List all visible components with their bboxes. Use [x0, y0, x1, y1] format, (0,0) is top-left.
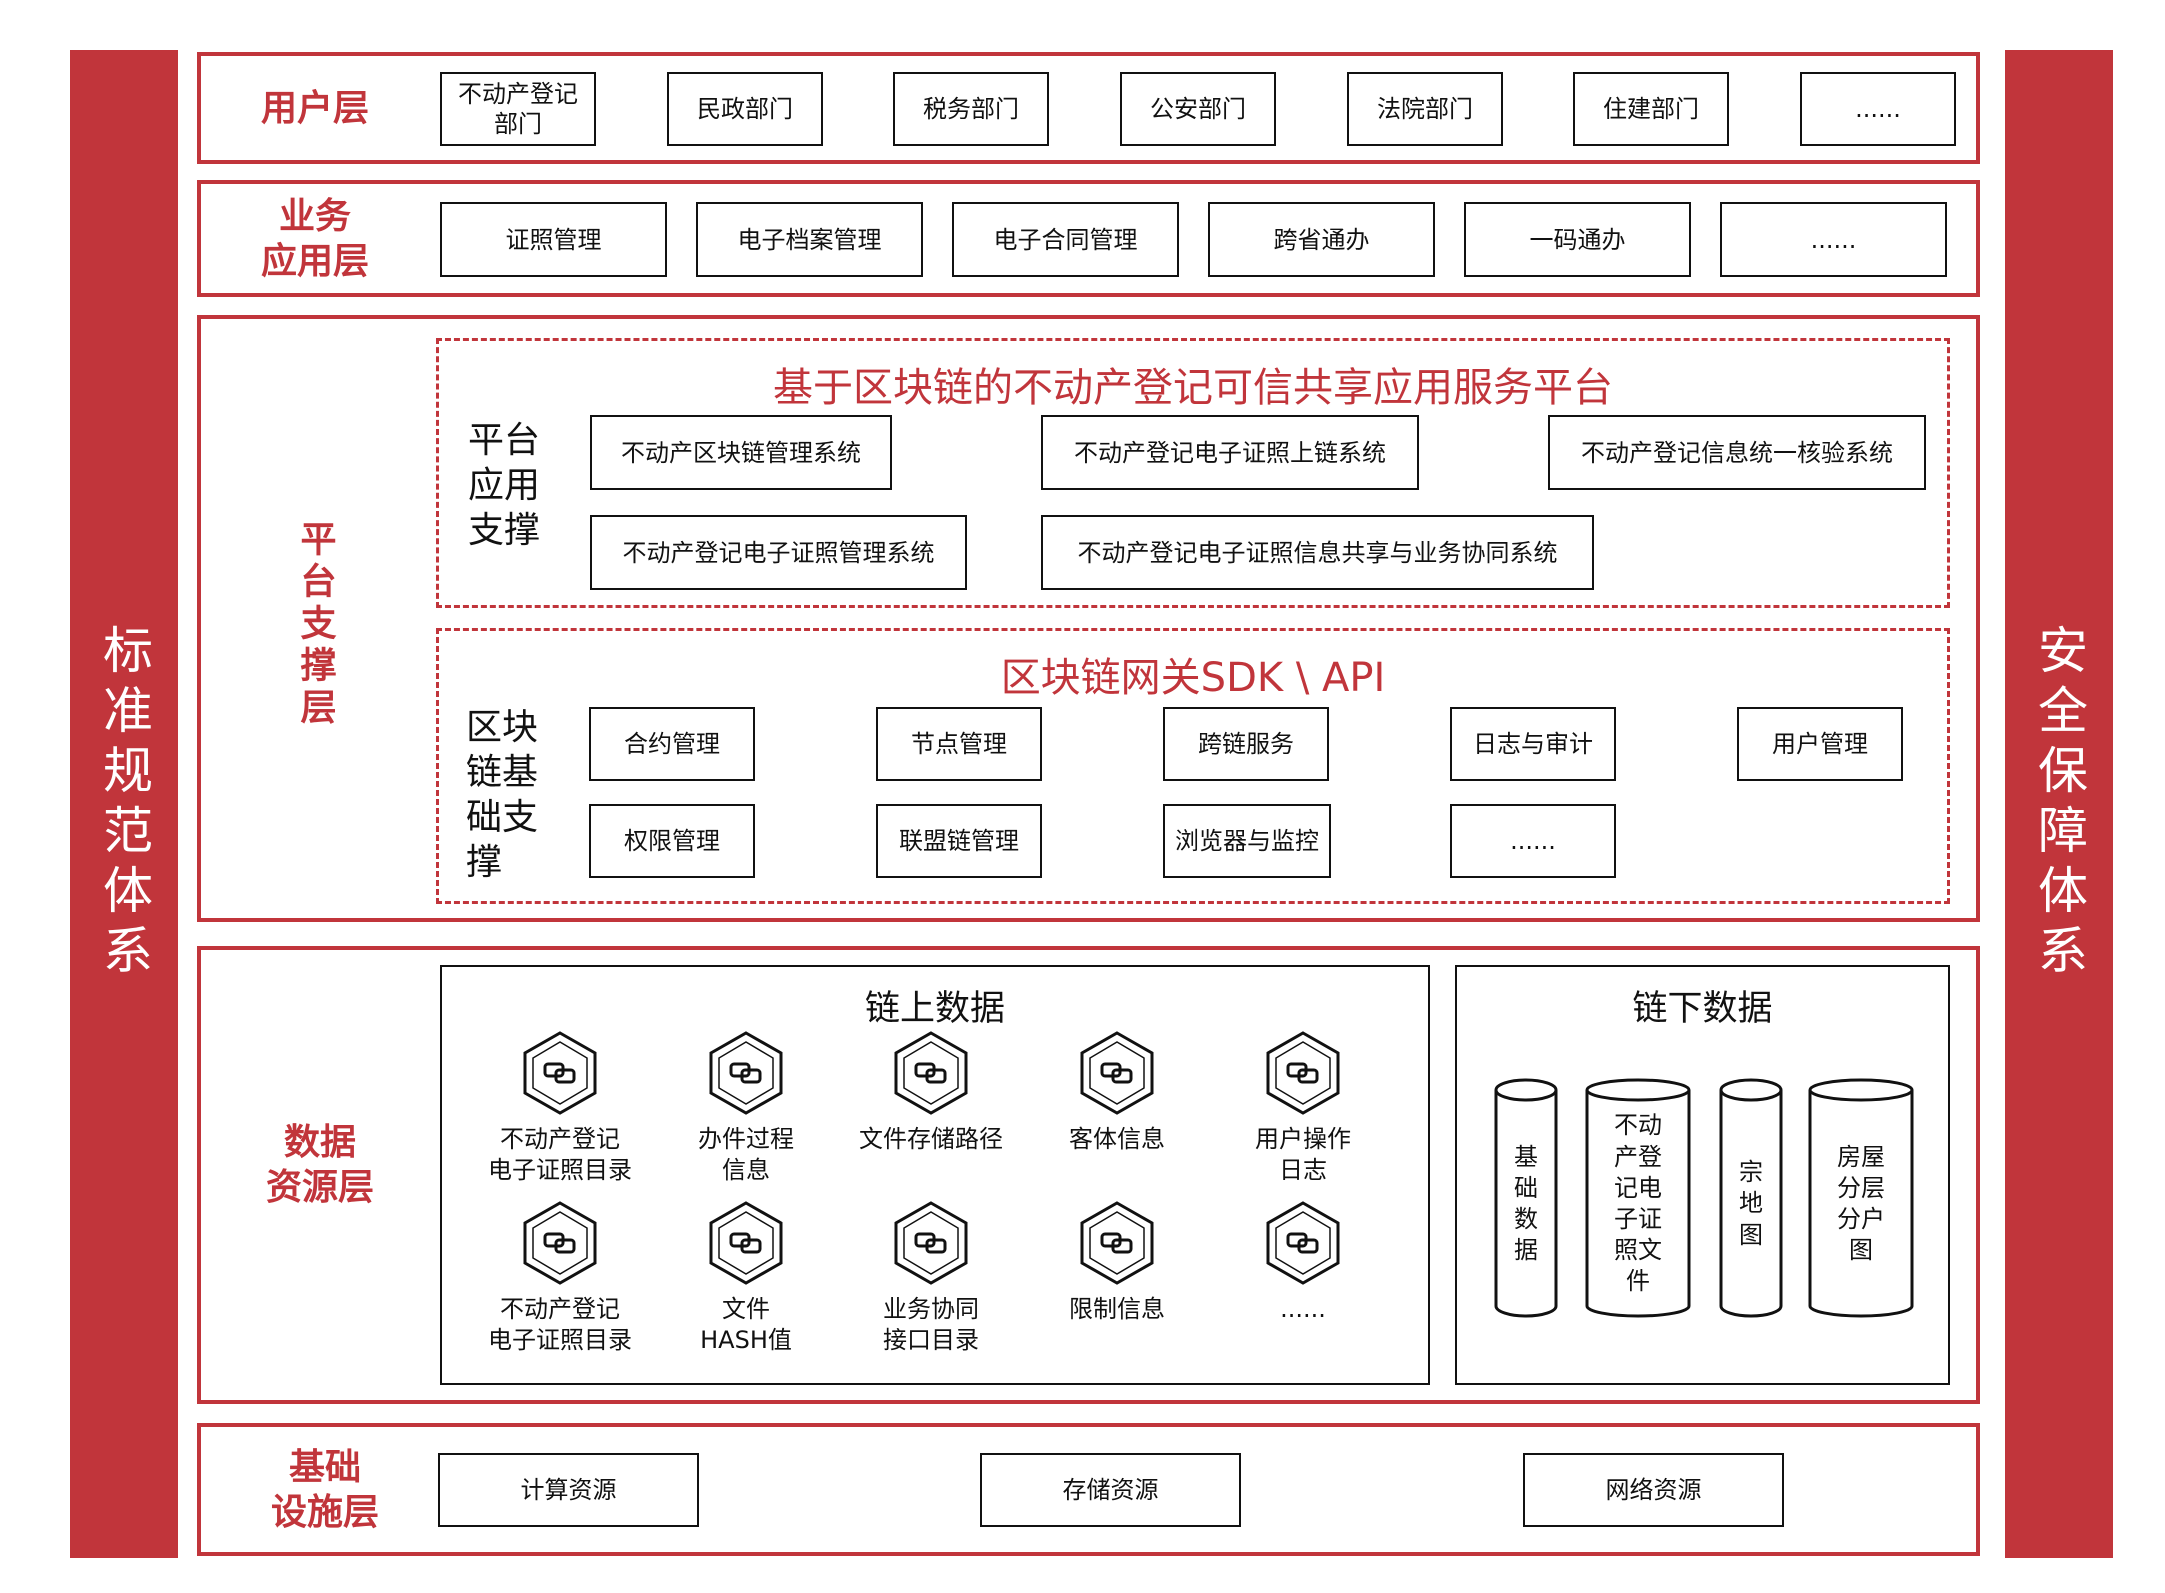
blockchain-item[interactable]: ......	[1450, 804, 1616, 878]
blockchain-hexagon-icon	[1078, 1030, 1156, 1120]
blockchain-hexagon-icon	[1078, 1200, 1156, 1290]
app-support-label: 平台 应用 支撑	[468, 419, 541, 551]
user-layer-title: 用户层	[260, 87, 369, 129]
blockchain-support-section	[436, 628, 1950, 904]
business-item[interactable]: ......	[1720, 202, 1947, 277]
blockchain-item[interactable]: 权限管理	[589, 804, 755, 878]
on-chain-item[interactable]: 用户操作 日志	[1218, 1030, 1388, 1186]
on-chain-heading: 链上数据	[864, 989, 1005, 1029]
on-chain-item[interactable]: 不动产登记 电子证照目录	[475, 1030, 645, 1186]
off-chain-item[interactable]: 基 础 数 据	[1494, 1078, 1558, 1318]
off-chain-item-label: 宗 地 图	[1739, 1158, 1763, 1249]
blockchain-hexagon-icon	[892, 1030, 970, 1120]
on-chain-item[interactable]: 业务协同 接口目录	[846, 1200, 1016, 1356]
blockchain-item[interactable]: 浏览器与监控	[1163, 804, 1331, 878]
app-support-section	[436, 338, 1950, 608]
blockchain-support-heading: 区块链网关SDK \ API	[1000, 655, 1386, 701]
off-chain-item-label: 基 础 数 据	[1514, 1142, 1538, 1265]
on-chain-item-label: 文件存储路径	[859, 1125, 1003, 1153]
blockchain-hexagon-icon	[707, 1200, 785, 1290]
on-chain-item-label: 限制信息	[1069, 1295, 1165, 1323]
standards-sidebar-label: 标准规范体系	[95, 624, 153, 984]
security-sidebar: 安全保障体系	[2005, 50, 2113, 1558]
blockchain-hexagon-icon	[892, 1200, 970, 1290]
infra-item[interactable]: 计算资源	[438, 1453, 699, 1527]
blockchain-item[interactable]: 跨链服务	[1163, 707, 1329, 781]
business-item[interactable]: 电子合同管理	[952, 202, 1179, 277]
on-chain-item-label: 业务协同 接口目录	[883, 1295, 979, 1355]
app-support-heading: 基于区块链的不动产登记可信共享应用服务平台	[773, 365, 1613, 411]
infra-item[interactable]: 存储资源	[980, 1453, 1241, 1527]
on-chain-item[interactable]: 限制信息	[1032, 1200, 1202, 1325]
user-item[interactable]: 法院部门	[1347, 72, 1503, 146]
blockchain-hexagon-icon	[521, 1030, 599, 1120]
on-chain-item[interactable]: ......	[1218, 1200, 1388, 1325]
on-chain-item-label: ......	[1280, 1295, 1326, 1323]
on-chain-item[interactable]: 文件 HASH值	[661, 1200, 831, 1356]
user-item[interactable]: 税务部门	[893, 72, 1049, 146]
on-chain-item-label: 客体信息	[1069, 1125, 1165, 1153]
business-item[interactable]: 证照管理	[440, 202, 667, 277]
on-chain-item-label: 办件过程 信息	[698, 1125, 794, 1185]
user-item[interactable]: 民政部门	[667, 72, 823, 146]
data-layer-title: 数据 资源层	[265, 1122, 374, 1208]
off-chain-item[interactable]: 房屋 分层 分户 图	[1808, 1078, 1914, 1318]
on-chain-item-label: 文件 HASH值	[700, 1295, 792, 1355]
platform-app-item[interactable]: 不动产登记信息统一核验系统	[1548, 415, 1926, 490]
on-chain-panel	[440, 965, 1430, 1385]
off-chain-heading: 链下数据	[1632, 989, 1773, 1029]
on-chain-item[interactable]: 不动产登记 电子证照目录	[475, 1200, 645, 1356]
business-item[interactable]: 电子档案管理	[696, 202, 923, 277]
user-item[interactable]: 住建部门	[1573, 72, 1729, 146]
user-item[interactable]: 公安部门	[1120, 72, 1276, 146]
off-chain-item-label: 不动 产登 记电 子证 照文 件	[1614, 1111, 1662, 1296]
blockchain-hexagon-icon	[707, 1030, 785, 1120]
blockchain-hexagon-icon	[1264, 1200, 1342, 1290]
standards-sidebar: 标准规范体系	[70, 50, 178, 1558]
security-sidebar-label: 安全保障体系	[2030, 624, 2088, 984]
platform-app-item[interactable]: 不动产登记电子证照管理系统	[590, 515, 967, 590]
blockchain-item[interactable]: 节点管理	[876, 707, 1042, 781]
user-item[interactable]: ......	[1800, 72, 1956, 146]
on-chain-item-label: 不动产登记 电子证照目录	[488, 1125, 632, 1185]
blockchain-item[interactable]: 用户管理	[1737, 707, 1903, 781]
off-chain-item-label: 房屋 分层 分户 图	[1837, 1142, 1885, 1265]
on-chain-item-label: 不动产登记 电子证照目录	[488, 1295, 632, 1355]
business-item[interactable]: 跨省通办	[1208, 202, 1435, 277]
on-chain-item[interactable]: 文件存储路径	[846, 1030, 1016, 1155]
business-item[interactable]: 一码通办	[1464, 202, 1691, 277]
business-layer-title: 业务 应用层	[260, 195, 369, 282]
blockchain-support-label: 区块 链基 础支 撑	[466, 707, 539, 883]
infra-item[interactable]: 网络资源	[1523, 1453, 1784, 1527]
platform-app-item[interactable]: 不动产区块链管理系统	[590, 415, 892, 490]
blockchain-item[interactable]: 合约管理	[589, 707, 755, 781]
infra-layer-title: 基础 设施层	[270, 1446, 379, 1533]
blockchain-hexagon-icon	[1264, 1030, 1342, 1120]
platform-layer-title: 平台支撑层	[294, 520, 336, 730]
platform-app-item[interactable]: 不动产登记电子证照信息共享与业务协同系统	[1041, 515, 1594, 590]
blockchain-hexagon-icon	[521, 1200, 599, 1290]
off-chain-item[interactable]: 不动 产登 记电 子证 照文 件	[1585, 1078, 1691, 1318]
on-chain-item[interactable]: 客体信息	[1032, 1030, 1202, 1155]
on-chain-item[interactable]: 办件过程 信息	[661, 1030, 831, 1186]
off-chain-panel	[1455, 965, 1950, 1385]
off-chain-item[interactable]: 宗 地 图	[1719, 1078, 1783, 1318]
blockchain-item[interactable]: 联盟链管理	[876, 804, 1042, 878]
on-chain-item-label: 用户操作 日志	[1255, 1125, 1351, 1185]
user-item[interactable]: 不动产登记 部门	[440, 72, 596, 146]
blockchain-item[interactable]: 日志与审计	[1450, 707, 1616, 781]
platform-app-item[interactable]: 不动产登记电子证照上链系统	[1041, 415, 1419, 490]
